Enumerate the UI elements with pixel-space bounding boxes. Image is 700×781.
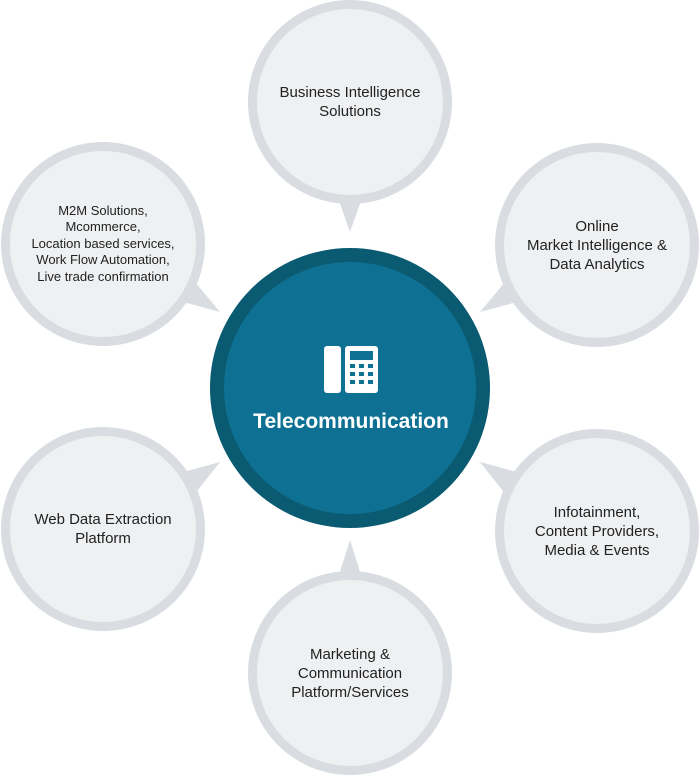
bubble-bottom-right bbox=[480, 429, 699, 633]
bubble-top-left bbox=[1, 142, 220, 346]
bubble-top-pointer bbox=[338, 198, 362, 232]
bubble-bottom bbox=[248, 540, 452, 775]
bubble-bottom-left bbox=[1, 427, 220, 631]
bubble-bottom-label: Marketing & Communication Platform/Servi… bbox=[291, 645, 409, 701]
bubble-bottom-left-label: Web Data Extraction Platform bbox=[34, 511, 172, 547]
bubble-bottom-right-label: Infotainment, Content Providers, Media &… bbox=[534, 503, 660, 559]
center-title: Telecommunication bbox=[253, 410, 449, 433]
bubble-top-right-label: Online Market Intelligence & Data Analyt… bbox=[526, 217, 668, 273]
bubble-top bbox=[248, 0, 452, 232]
bubble-bottom-pointer bbox=[338, 540, 362, 578]
telephone-icon bbox=[324, 346, 378, 393]
bubble-top-label: Business Intelligence Solutions bbox=[279, 84, 421, 120]
bubble-top-right bbox=[480, 143, 699, 347]
bubble-top-left-label: M2M Solutions, Mcommerce, Location based… bbox=[31, 202, 175, 284]
